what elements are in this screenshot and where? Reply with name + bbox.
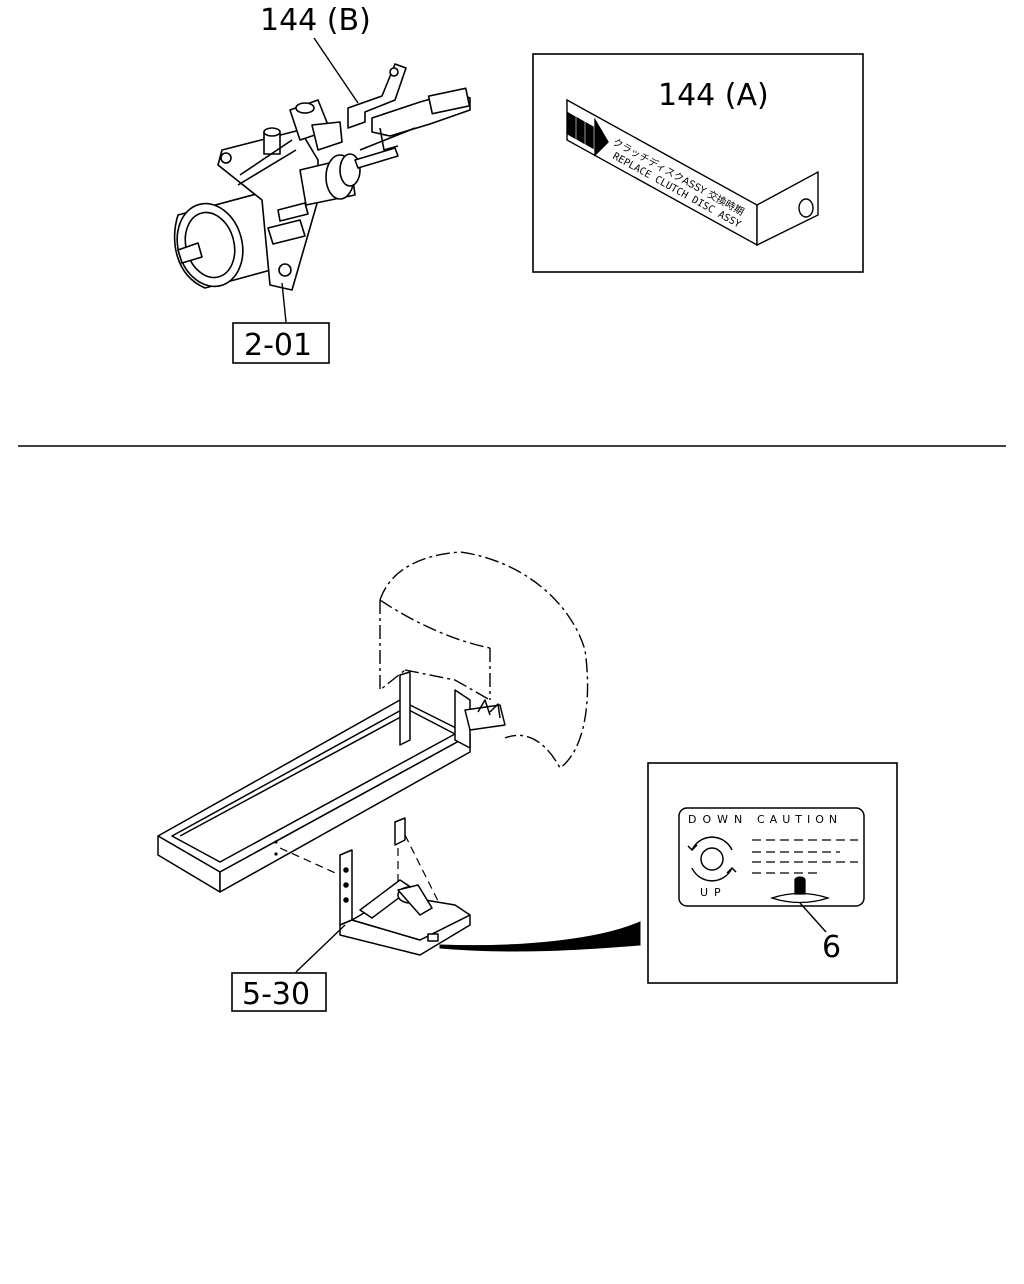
chassis-frame [157,671,506,893]
ref-box-2-01[interactable]: 2-01 [232,322,330,364]
ref-box-5-30[interactable]: 5-30 [231,972,327,1012]
truck-cab-outline [379,551,589,770]
ref-box-5-30-label: 5-30 [242,977,310,1012]
callout-144b: 144 (B) [260,3,371,38]
detail-box-6: DOWN CAUTION UP 6 [647,762,898,984]
caution-label-plate [678,807,865,907]
tilt-bracket [339,817,471,956]
clutch-decal-plate [566,98,819,247]
rotation-arrow-icon [687,836,737,882]
caution-caution-text: CAUTION [757,813,842,826]
leader-line-6 [799,902,827,933]
ref-box-2-01-label: 2-01 [244,328,312,363]
clutch-booster-assembly [173,63,471,291]
tilt-knob-icon [769,876,831,904]
callout-144a: 144 (A) [658,78,769,113]
detail-box-144a: 144 (A) クラッチディスクASSY 交換時期 REPLACE CLUTCH… [532,53,864,273]
detail-pointer [439,921,641,952]
leader-line-5-30 [295,924,346,973]
callout-6: 6 [822,930,841,965]
caution-up-text: UP [700,886,727,899]
caution-text-lines [752,839,858,874]
caution-down-text: DOWN [688,813,748,826]
